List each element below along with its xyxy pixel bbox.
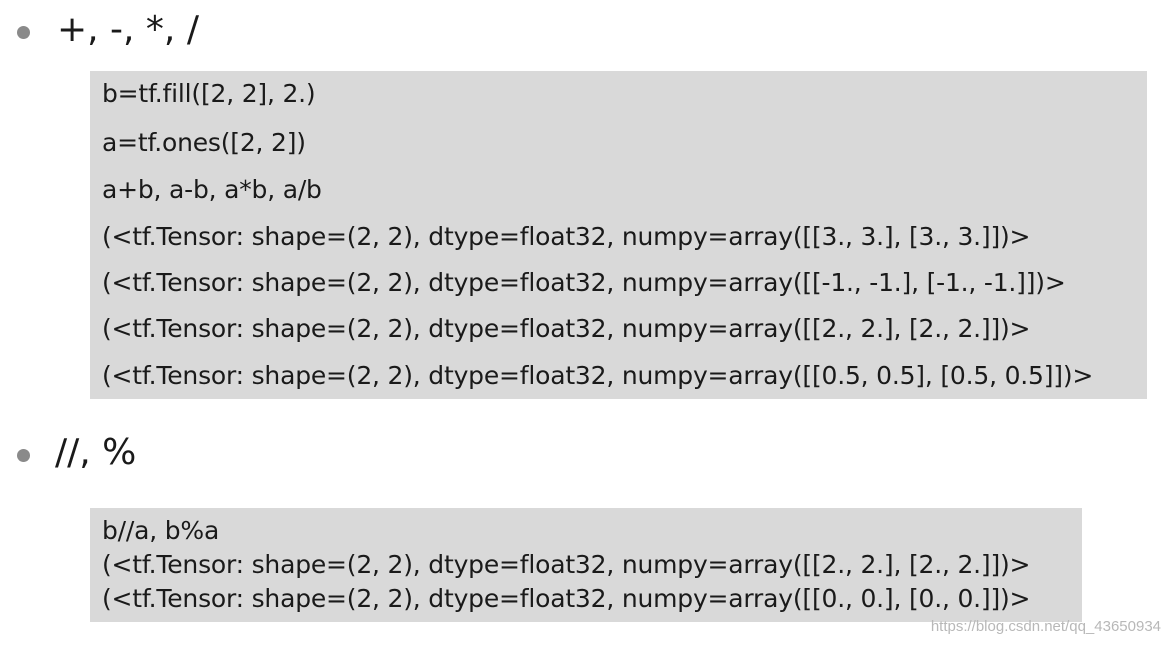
code-line: (<tf.Tensor: shape=(2, 2), dtype=float32… [102,550,1031,579]
section-heading-floor-mod: //, % [55,432,137,473]
code-block-arithmetic: b=tf.fill([2, 2], 2.) a=tf.ones([2, 2]) … [90,71,1147,399]
watermark-text: https://blog.csdn.net/qq_43650934 [930,618,1161,635]
code-line: (<tf.Tensor: shape=(2, 2), dtype=float32… [102,222,1031,251]
code-line: (<tf.Tensor: shape=(2, 2), dtype=float32… [102,361,1094,390]
code-line: (<tf.Tensor: shape=(2, 2), dtype=float32… [102,584,1031,613]
code-line: (<tf.Tensor: shape=(2, 2), dtype=float32… [102,268,1066,297]
code-line: a=tf.ones([2, 2]) [102,128,306,157]
code-line: b//a, b%a [102,516,220,545]
code-line: (<tf.Tensor: shape=(2, 2), dtype=float32… [102,314,1031,343]
bullet-dot [17,449,30,462]
bullet-dot [17,26,30,39]
code-block-floor-mod: b//a, b%a (<tf.Tensor: shape=(2, 2), dty… [90,508,1082,622]
section-heading-arithmetic: +, -, *, / [57,9,199,50]
code-line: b=tf.fill([2, 2], 2.) [102,79,316,108]
code-line: a+b, a-b, a*b, a/b [102,175,322,204]
